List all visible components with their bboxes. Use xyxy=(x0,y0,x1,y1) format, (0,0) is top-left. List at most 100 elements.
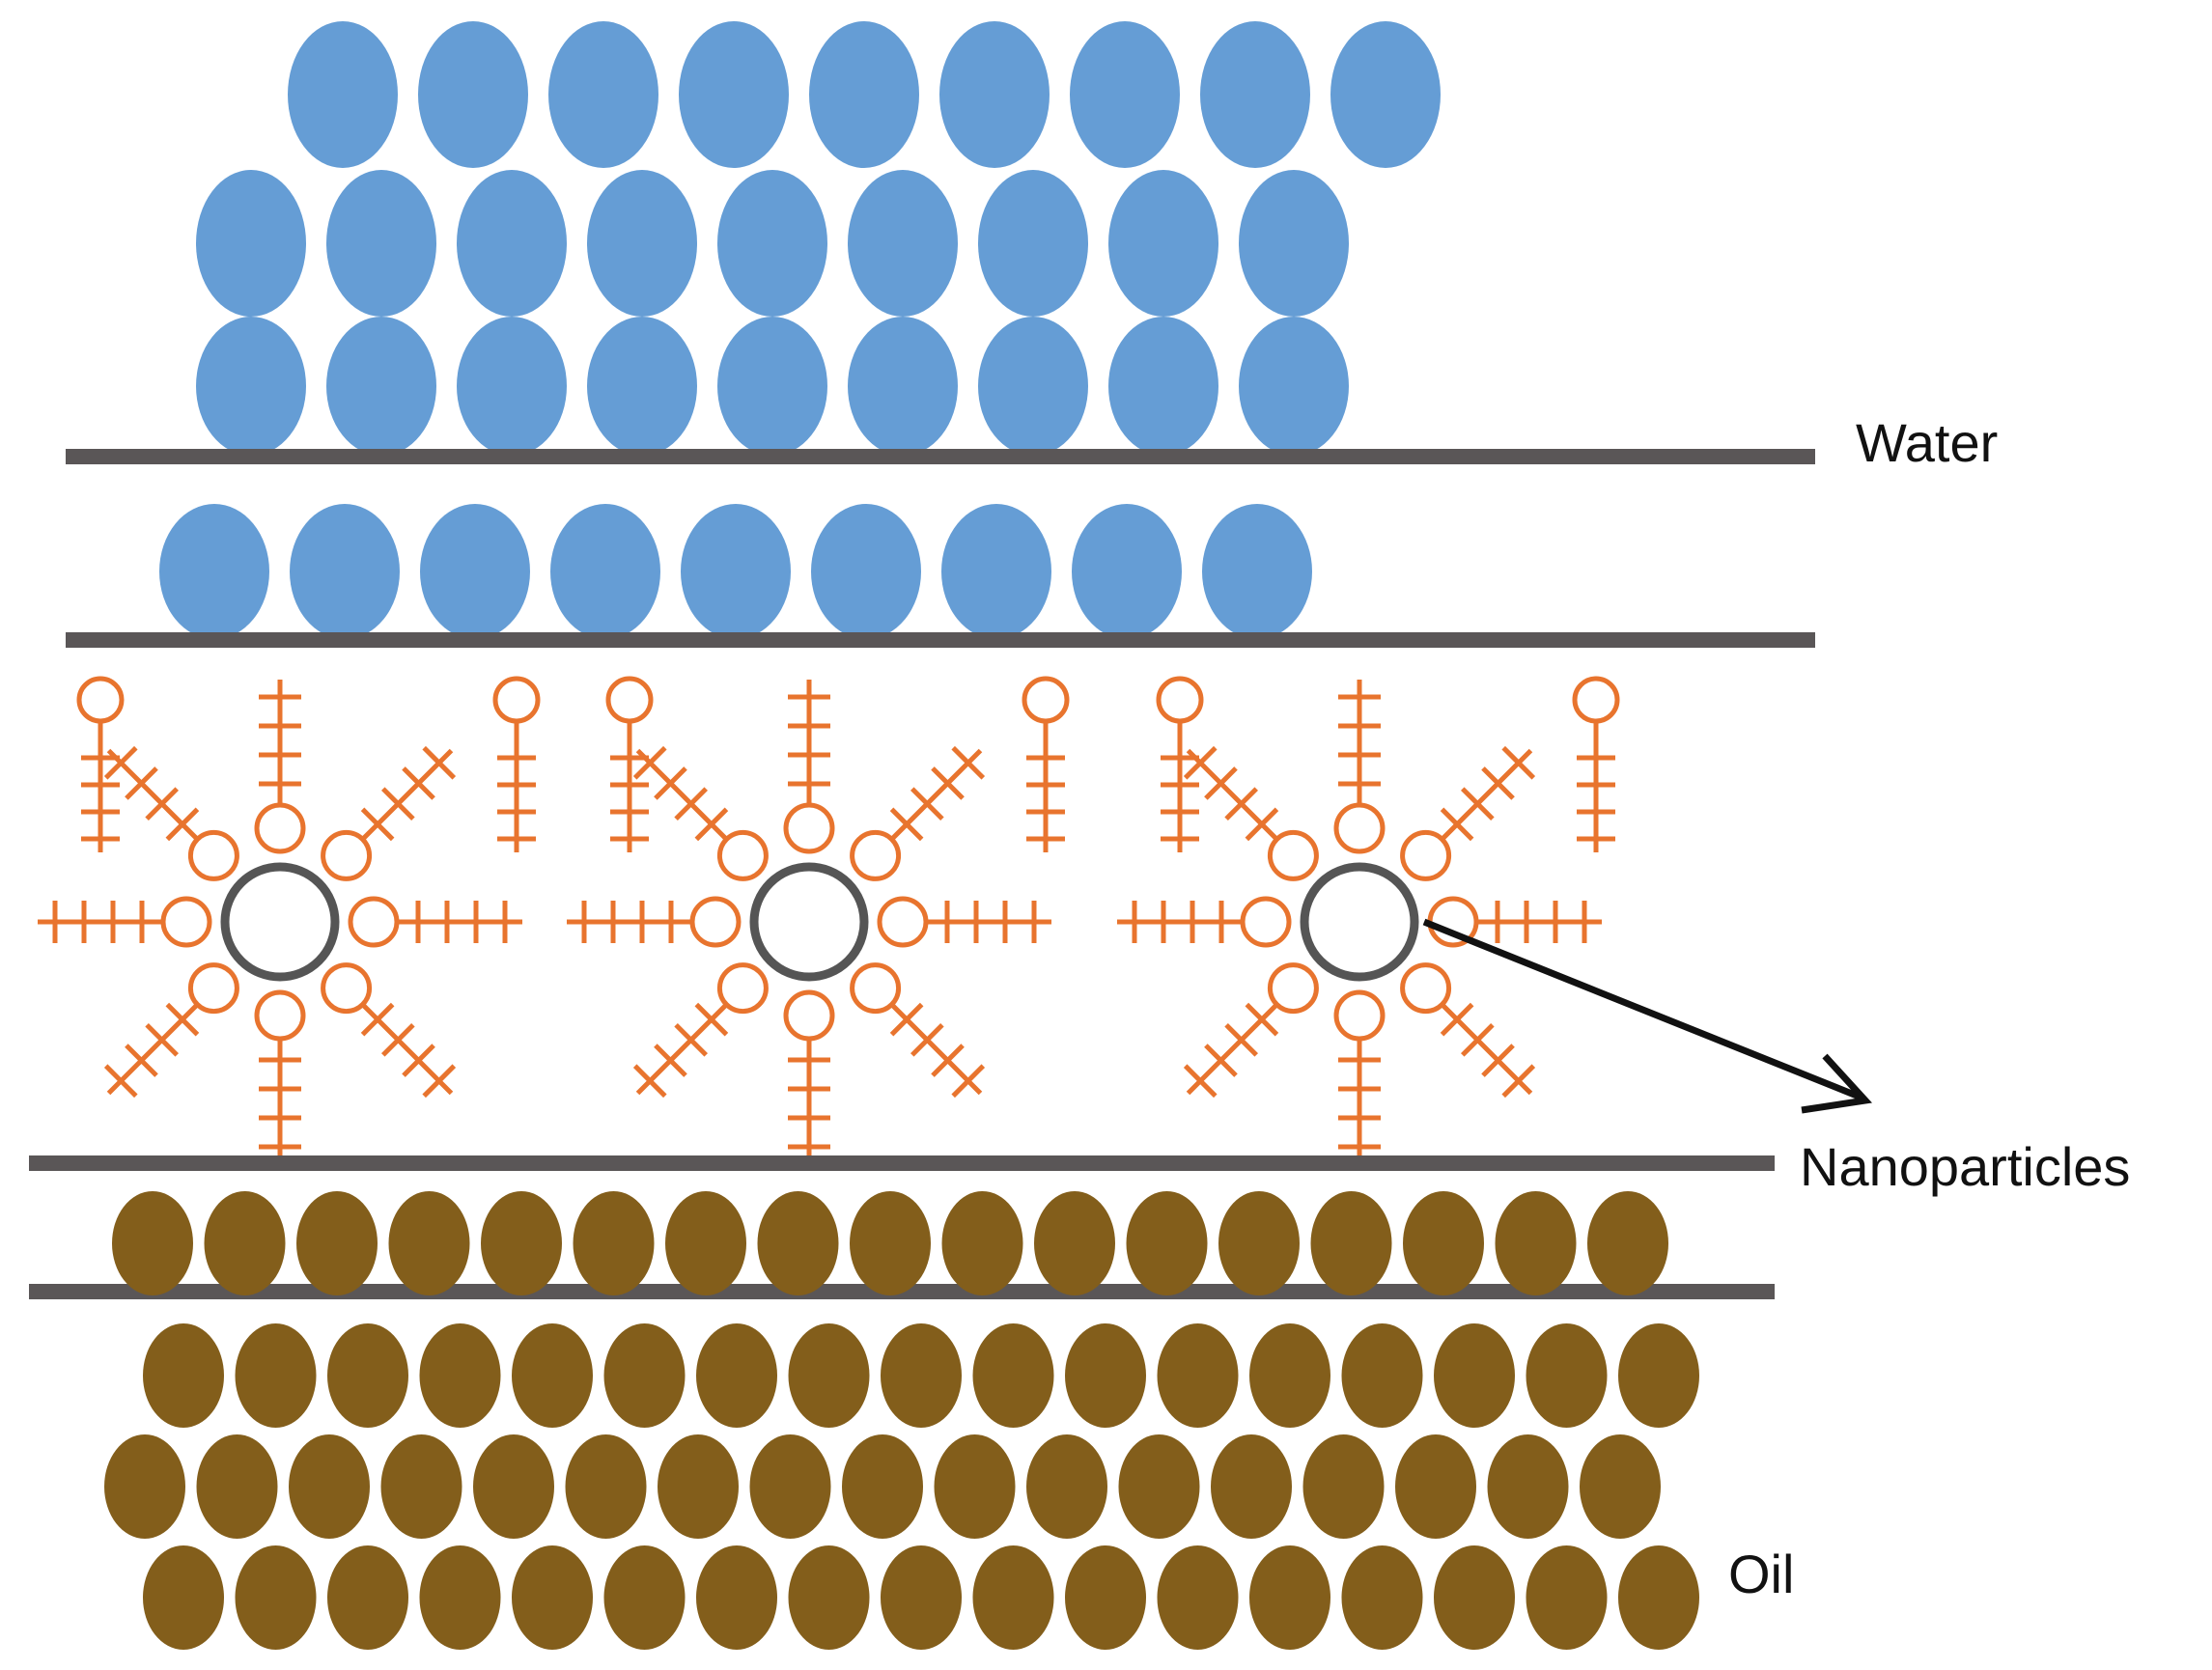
surfactant-tail-tick xyxy=(1501,745,1536,780)
surfactant-tail-tick xyxy=(103,1064,138,1099)
surfactant-tail-tick xyxy=(1245,807,1279,842)
surfactant-head xyxy=(254,989,306,1042)
oil-molecule xyxy=(1065,1323,1146,1428)
nanoparticle xyxy=(567,676,1070,1164)
surfactant-head xyxy=(348,896,400,948)
pointer-arrow xyxy=(1422,918,1873,1114)
arrow-shaft xyxy=(1422,918,1863,1101)
oil-molecule xyxy=(1302,1434,1385,1539)
oil-molecule xyxy=(296,1191,378,1295)
water-molecule xyxy=(1072,504,1182,639)
surfactant-tail-tick xyxy=(632,745,667,780)
oil-molecule xyxy=(419,1323,501,1428)
surfactant-head xyxy=(689,896,742,948)
free-surfactant xyxy=(76,676,125,852)
surfactant-head xyxy=(877,896,929,948)
oil-molecule xyxy=(327,1323,408,1428)
surfactant-head xyxy=(1240,896,1292,948)
oil-molecule xyxy=(512,1323,593,1428)
water-molecule xyxy=(848,170,958,317)
oil-molecule xyxy=(143,1545,224,1650)
oil-molecule xyxy=(112,1191,193,1295)
oil-molecule xyxy=(1487,1434,1569,1539)
surfactant-tail-tick xyxy=(1183,1064,1218,1099)
oil-molecule xyxy=(842,1434,923,1539)
surfactant-ligand xyxy=(1400,745,1536,881)
oil-molecule xyxy=(235,1545,317,1650)
water-molecule xyxy=(809,21,919,168)
oil-molecule xyxy=(143,1323,224,1428)
water-molecule xyxy=(717,317,827,456)
surfactant-tail-tick xyxy=(1461,787,1495,821)
surfactant-ligand xyxy=(103,962,239,1099)
oil-molecule xyxy=(1026,1434,1107,1539)
surfactant-ligand xyxy=(632,962,769,1099)
water-molecule xyxy=(326,170,436,317)
water-molecule xyxy=(550,504,660,639)
oil-molecule xyxy=(1218,1191,1300,1295)
oil-molecule xyxy=(850,1191,931,1295)
oil-molecule xyxy=(1211,1434,1292,1539)
oil-molecule xyxy=(972,1323,1054,1428)
oil-molecule xyxy=(696,1545,777,1650)
oil-molecule xyxy=(565,1434,647,1539)
surfactant-tail-tick xyxy=(1204,1044,1238,1077)
water-molecule xyxy=(978,170,1088,317)
surfactant-ligand xyxy=(321,745,457,881)
oil-molecule xyxy=(196,1434,278,1539)
surfactant-head xyxy=(1022,676,1070,724)
oil-molecule xyxy=(1580,1434,1661,1539)
water-molecule xyxy=(1070,21,1180,168)
surfactant-tail-tick xyxy=(381,1023,415,1057)
oil-molecules xyxy=(104,1191,1699,1650)
oil-molecule xyxy=(1495,1191,1577,1295)
surfactant-head xyxy=(783,989,835,1042)
water-molecule xyxy=(1239,170,1349,317)
water-label: Water xyxy=(1856,412,1998,473)
surfactant-ligand xyxy=(254,989,306,1164)
surfactant-ligand xyxy=(877,896,1051,948)
surfactant-head xyxy=(716,829,769,881)
oil-boundary-line-top xyxy=(29,1155,1775,1171)
oil-molecule xyxy=(749,1434,831,1539)
oil-molecule xyxy=(1341,1323,1423,1428)
water-molecule xyxy=(679,21,789,168)
surfactant-head xyxy=(783,802,835,854)
surfactant-tail-tick xyxy=(360,1002,395,1037)
water-molecule xyxy=(548,21,658,168)
surfactant-ligand xyxy=(254,680,306,854)
surfactant-ligand xyxy=(321,962,457,1099)
nanoparticles-label: Nanoparticles xyxy=(1800,1136,2130,1197)
surfactant-tail-tick xyxy=(654,1044,687,1077)
surfactant-tail-tick xyxy=(889,1002,924,1037)
surfactant-head xyxy=(187,829,239,881)
surfactant-head xyxy=(1333,989,1386,1042)
oil-molecule xyxy=(757,1191,839,1295)
oil-molecule xyxy=(235,1323,317,1428)
water-molecule xyxy=(939,21,1050,168)
surfactant-ligand xyxy=(1333,989,1386,1164)
oil-molecule xyxy=(1157,1323,1239,1428)
water-molecule xyxy=(290,504,400,639)
water-molecule xyxy=(418,21,528,168)
oil-molecule xyxy=(388,1191,470,1295)
surfactant-tail-tick xyxy=(694,1002,729,1037)
oil-molecule xyxy=(788,1545,870,1650)
surfactant-tail-tick xyxy=(951,745,986,780)
oil-molecule xyxy=(1395,1434,1476,1539)
water-molecule xyxy=(457,170,567,317)
surfactant-tail-tick xyxy=(931,766,965,800)
water-molecule xyxy=(196,317,306,456)
surfactant-tail-tick xyxy=(632,1064,667,1099)
water-molecule xyxy=(288,21,398,168)
water-molecule xyxy=(587,170,697,317)
nanoparticle-core xyxy=(1300,862,1419,982)
oil-molecule xyxy=(289,1434,370,1539)
surfactant-ligand xyxy=(783,680,835,854)
water-molecule xyxy=(1239,317,1349,456)
surfactant-tail-tick xyxy=(103,745,138,780)
oil-molecule xyxy=(603,1545,686,1650)
surfactant-tail-tick xyxy=(910,787,944,821)
surfactant-head xyxy=(1400,829,1452,881)
